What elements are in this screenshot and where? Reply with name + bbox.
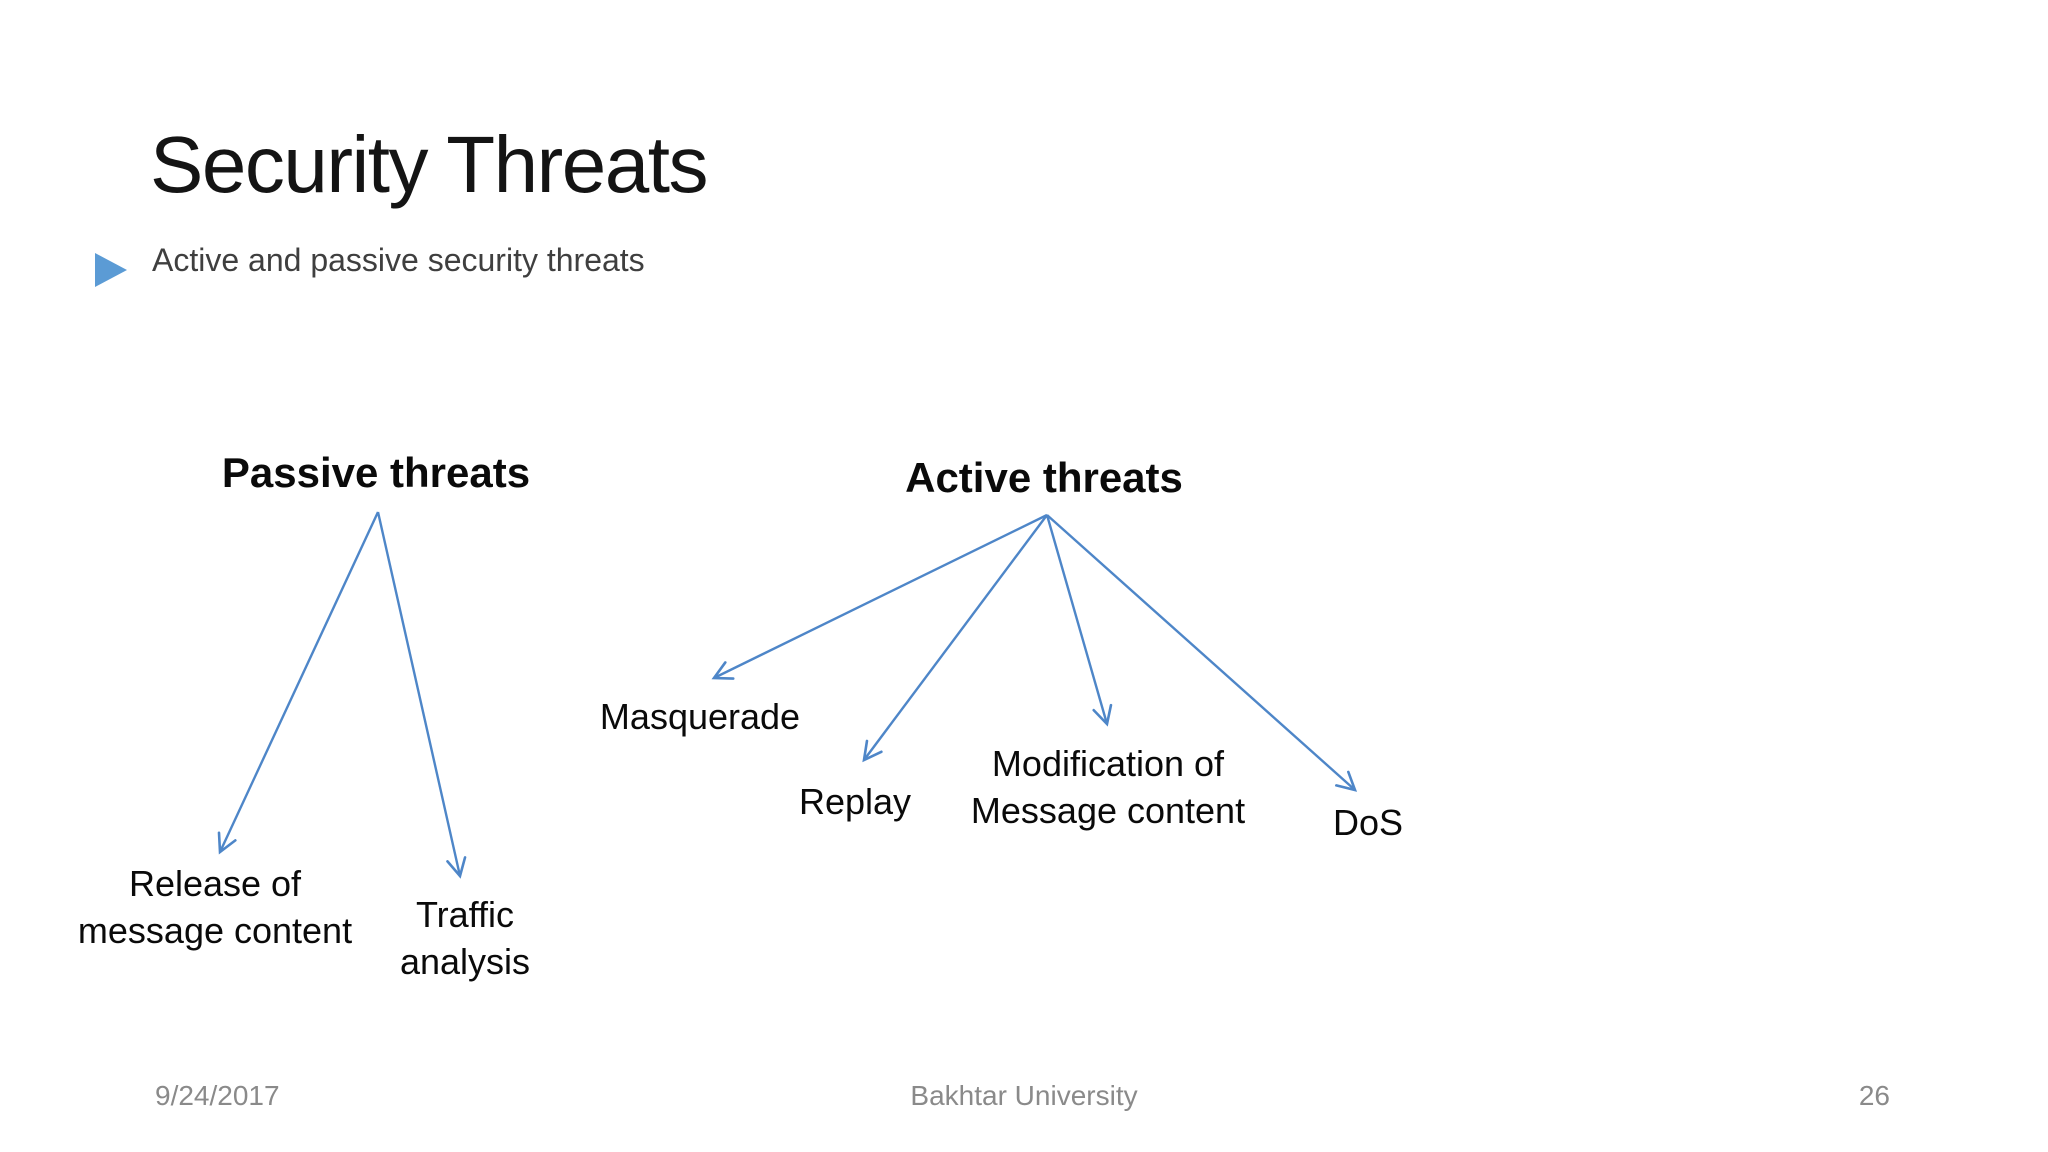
node-modification-of-message-content: Modification of Message content	[970, 743, 1246, 831]
node-release-of-message-content: Release of message content	[77, 863, 353, 951]
footer-center-text: Bakhtar University	[910, 1080, 1138, 1111]
footer-date: 9/24/2017	[155, 1080, 280, 1111]
bullet-text: Active and passive security threats	[152, 242, 645, 278]
node-passive-threats: Passive threats	[221, 449, 531, 496]
node-active-threats: Active threats	[905, 454, 1183, 501]
node-dos: DoS	[1332, 802, 1404, 843]
bullet-triangle-icon	[95, 253, 127, 287]
arrow-active-to-dos	[1046, 514, 1358, 792]
arrow-active-to-modification	[1045, 514, 1113, 727]
slide-title: Security Threats	[150, 120, 708, 209]
node-masquerade: Masquerade	[599, 696, 801, 737]
slide-footer: 9/24/2017 Bakhtar University 26	[0, 1080, 2048, 1120]
arrow-active-to-masquerade	[711, 513, 1048, 680]
arrow-passive-to-traffic	[376, 511, 467, 879]
footer-page-number: 26	[1858, 1080, 1890, 1111]
node-traffic-analysis: Traffic analysis	[399, 894, 531, 982]
arrow-passive-to-release	[217, 511, 380, 855]
arrow-active-to-replay	[862, 514, 1048, 763]
node-replay: Replay	[798, 781, 912, 822]
